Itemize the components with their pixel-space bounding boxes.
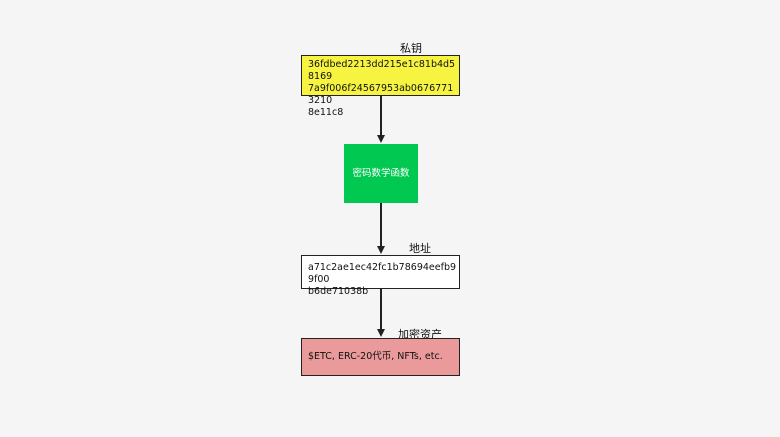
assets-node: $ETC, ERC-20代币, NFTs, etc. [301, 338, 460, 376]
address-label: 地址 [409, 242, 431, 255]
address-node: a71c2ae1ec42fc1b78694eefb99f00 b6de71038… [301, 255, 460, 297]
assets-value: $ETC, ERC-20代币, NFTs, etc. [308, 351, 443, 362]
hash-function-text: 密码数学函数 [352, 167, 410, 179]
hash-function-node: 密码数学函数 [344, 144, 418, 203]
assets-label: 加密资产 [398, 328, 442, 341]
address-value: a71c2ae1ec42fc1b78694eefb99f00 b6de71038… [308, 262, 457, 297]
private-key-node: 36fdbed2213dd215e1c81b4d58169 7a9f006f24… [301, 55, 460, 118]
private-key-value: 36fdbed2213dd215e1c81b4d58169 7a9f006f24… [308, 59, 456, 118]
private-key-label: 私钥 [400, 42, 422, 55]
